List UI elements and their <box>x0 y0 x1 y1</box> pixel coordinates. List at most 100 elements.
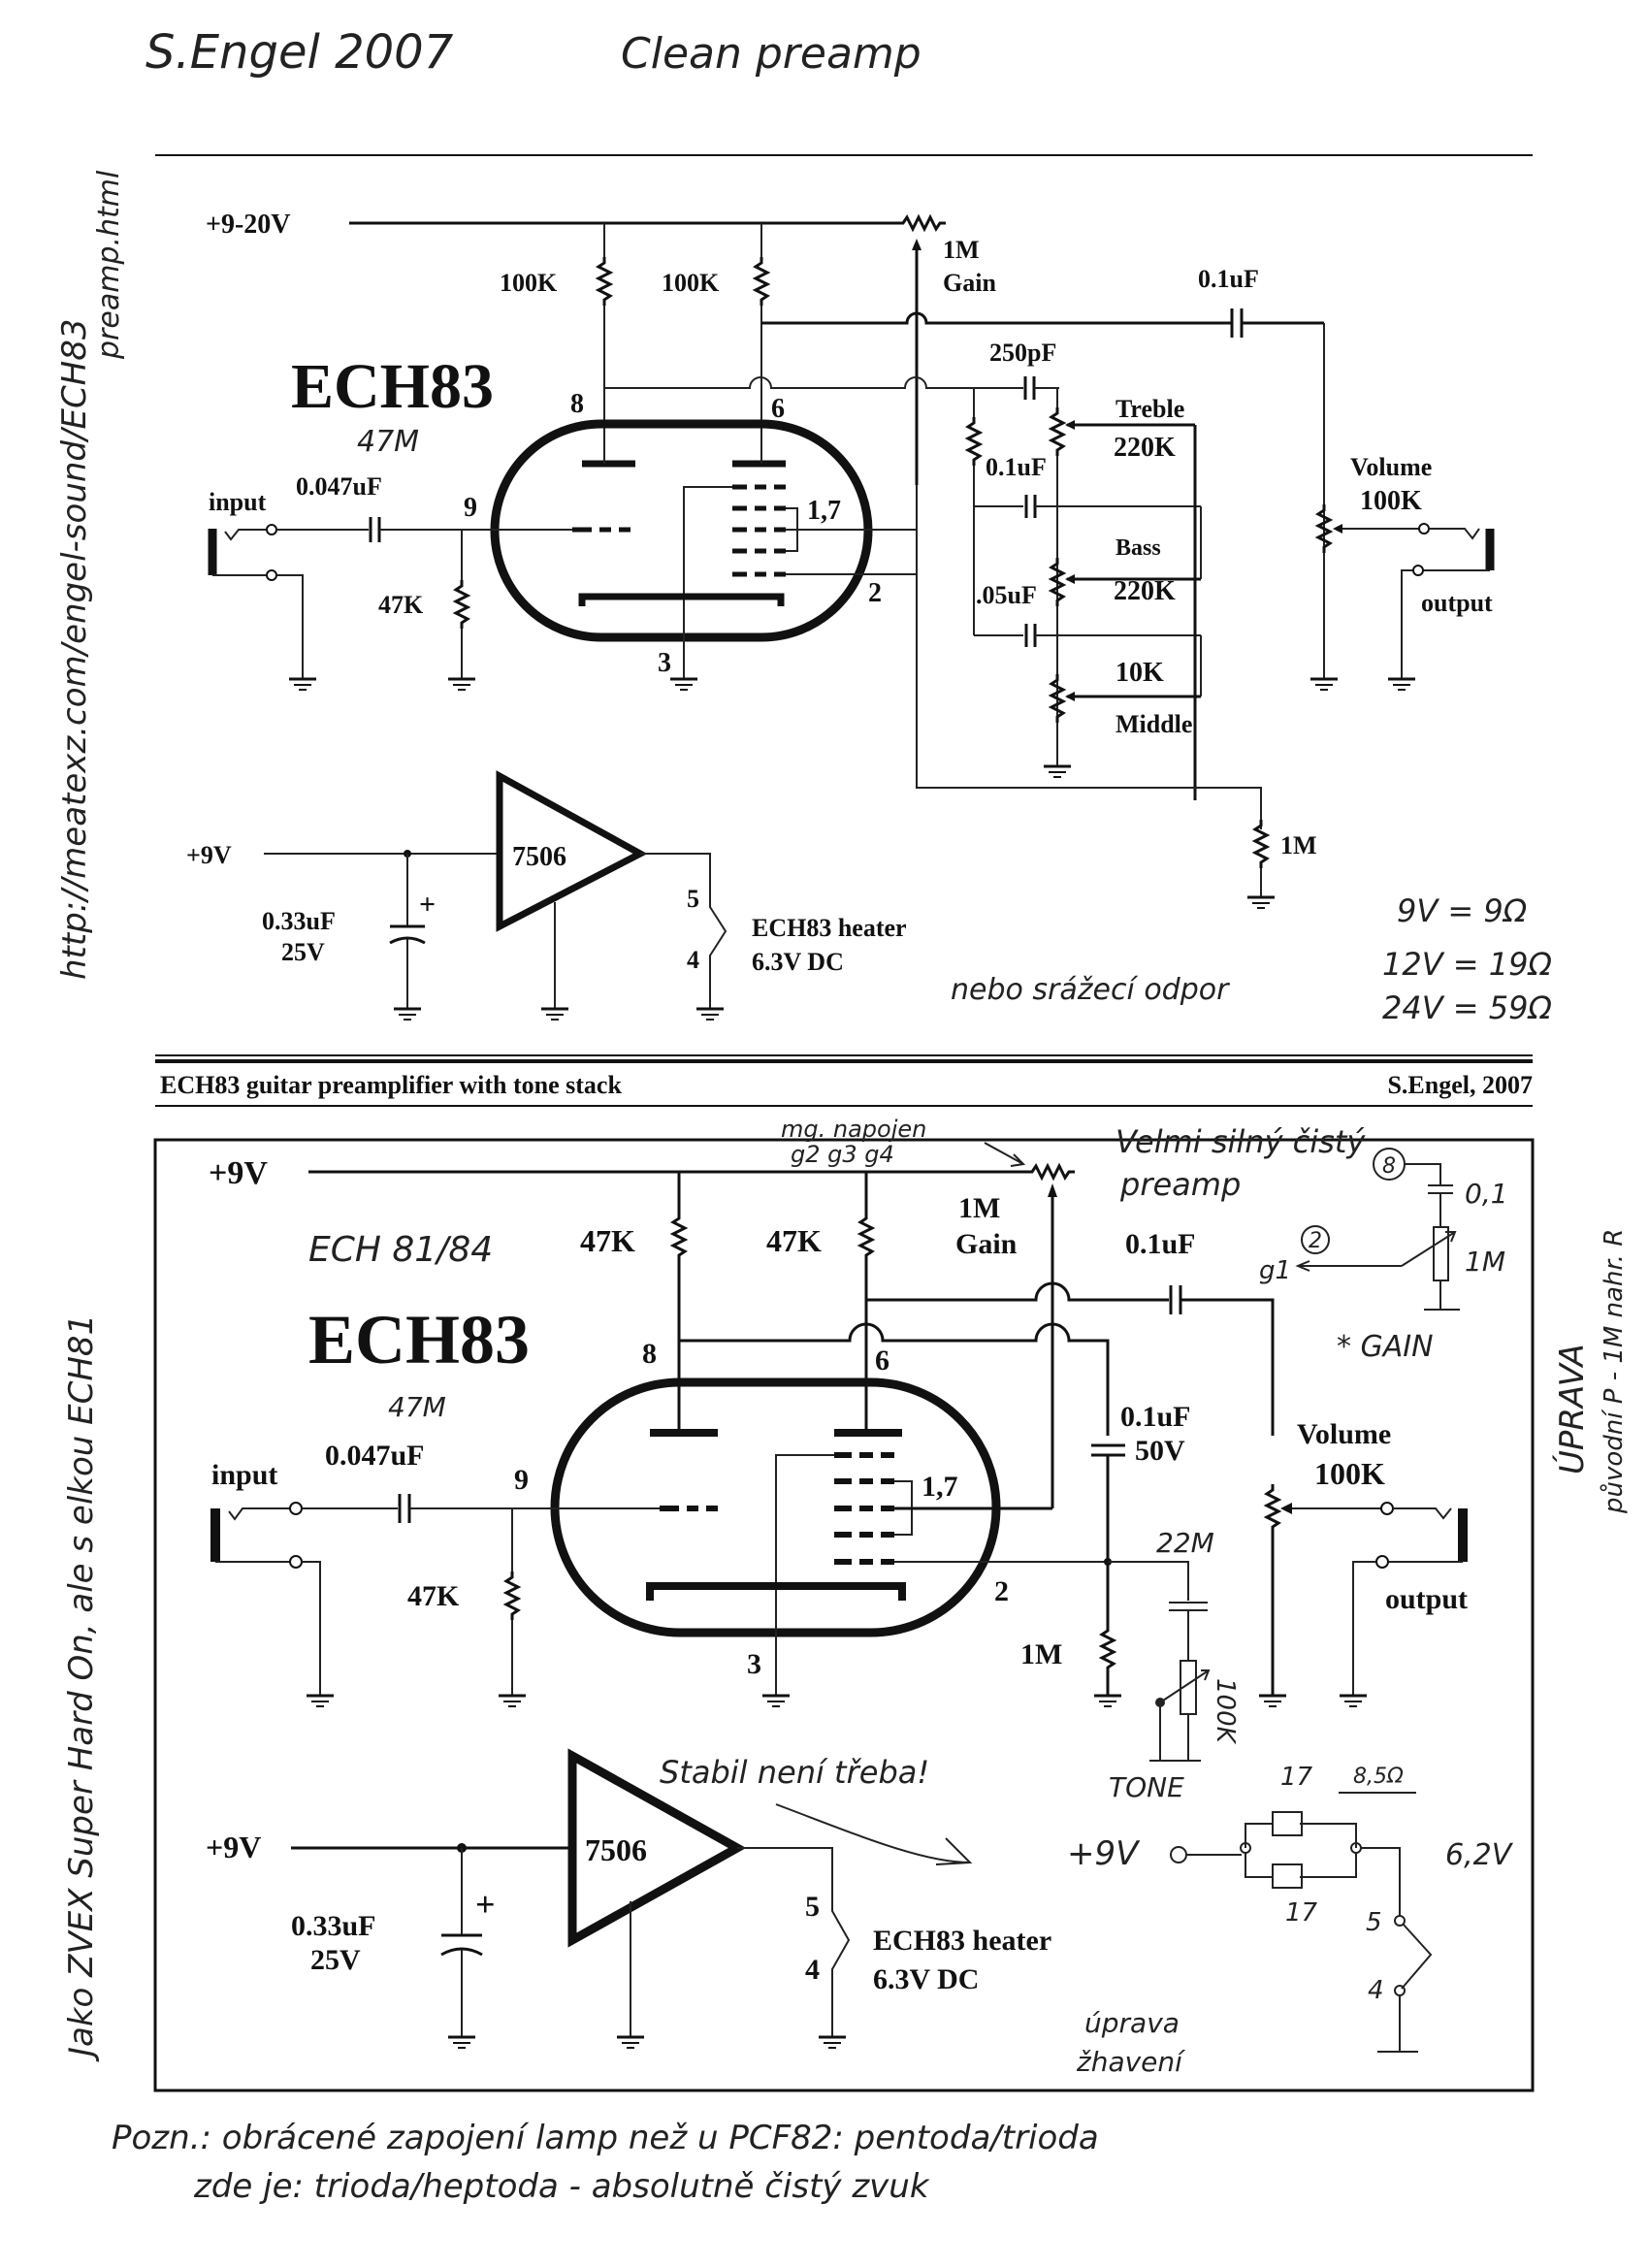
top-heater-pin5: 5 <box>687 885 699 913</box>
bottom-reg-chip: 7506 <box>585 1832 647 1867</box>
top-pin-2: 2 <box>868 578 882 608</box>
top-r-plate-2: 100K <box>662 269 720 297</box>
top-treble-value: 220K <box>1114 433 1176 463</box>
top-output-label: output <box>1421 589 1493 617</box>
top-mid-value: 10K <box>1116 658 1164 688</box>
mod-g1: g1 <box>1259 1256 1291 1285</box>
bottom-pin-6: 6 <box>875 1345 889 1377</box>
top-pin-6: 6 <box>771 394 785 424</box>
top-treble-label: Treble <box>1116 395 1184 423</box>
top-volume-label: Volume <box>1350 453 1432 481</box>
bottom-reg-plus: + <box>475 1885 496 1924</box>
bottom-pin-9: 9 <box>514 1464 529 1496</box>
bottom-heater-pin5: 5 <box>805 1891 820 1923</box>
preamp-note-1: Velmi silný čistý <box>1116 1123 1366 1160</box>
bottom-note-2: zde je: trioda/heptoda - absolutně čistý… <box>193 2167 930 2206</box>
bottom-r-plate-2: 47K <box>766 1223 822 1258</box>
bottom-heater-voltage: 6.3V DC <box>873 1963 979 1995</box>
top-tone-cap-250: 250pF <box>989 339 1056 367</box>
handwritten-title: S.Engel 2007 <box>146 25 454 80</box>
top-pin-17: 1,7 <box>807 496 841 526</box>
top-tube-note: 47M <box>357 425 419 459</box>
bottom-reg-cap-v: 25V <box>310 1944 361 1976</box>
bottom-input-cap: 0.047uF <box>325 1440 425 1472</box>
bottom-pin-17: 1,7 <box>922 1471 958 1503</box>
svg-text:původní P - 1M nahr. R: původní P - 1M nahr. R <box>1599 1229 1629 1514</box>
top-reg-chip: 7506 <box>512 842 566 872</box>
top-input-cap: 0.047uF <box>296 472 382 501</box>
top-r-1m: 1M <box>1280 831 1317 859</box>
bottom-reg-supply: +9V <box>206 1830 261 1864</box>
bottom-heater-label: ECH83 heater <box>873 1925 1051 1957</box>
bottom-tube-alt: ECH 81/84 <box>308 1230 493 1270</box>
top-pin-8: 8 <box>570 389 584 419</box>
top-heater-voltage: 6.3V DC <box>752 948 844 976</box>
top-bass-value: 220K <box>1114 576 1176 606</box>
bottom-out-cap: 0.1uF <box>1125 1228 1196 1260</box>
top-gain-label: Gain <box>943 269 996 297</box>
bottom-volume-value: 100K <box>1314 1456 1385 1491</box>
top-input-label: input <box>209 488 267 516</box>
bottom-frame <box>153 1138 1535 2092</box>
top-grid-r: 47K <box>378 591 424 619</box>
top-volume-value: 100K <box>1360 486 1422 516</box>
top-pin-9: 9 <box>464 493 477 523</box>
heater-note-1: úprava <box>1084 2007 1180 2039</box>
alt-pin5: 5 <box>1366 1908 1382 1937</box>
top-reg-cap: 0.33uF <box>262 907 336 935</box>
tone-label: TONE <box>1109 1771 1184 1803</box>
bottom-cathode-cap: 0.1uF <box>1120 1401 1191 1433</box>
top-tone-cap-05: .05uF <box>976 581 1037 609</box>
bottom-cathode-cap-v: 50V <box>1135 1435 1185 1467</box>
top-bass-label: Bass <box>1116 535 1161 561</box>
handwritten-mods: mg. napojen g2 g3 g4 Velmi silný čistý p… <box>660 1116 1629 2078</box>
bottom-author: S.Engel, 2007 <box>1387 1071 1533 1099</box>
svg-text:Jako ZVEX Super Hard On, ale s: Jako ZVEX Super Hard On, ale s elkou ECH… <box>62 1314 101 2062</box>
bottom-tube-note: 47M <box>388 1391 446 1423</box>
supply-table-9v: 9V = 9Ω <box>1397 892 1528 929</box>
top-reg-cap-v: 25V <box>281 938 325 966</box>
bottom-output-label: output <box>1385 1583 1468 1615</box>
bottom-gain-label: Gain <box>955 1228 1018 1260</box>
supply-note: nebo srážecí odpor <box>951 973 1230 1007</box>
bottom-tube-name: ECH83 <box>308 1301 530 1378</box>
supply-table-24v: 24V = 59Ω <box>1382 989 1552 1026</box>
supply-table-12v: 12V = 19Ω <box>1382 946 1552 983</box>
bottom-title: ECH83 guitar preamplifier with tone stac… <box>160 1071 622 1099</box>
top-heater-pin4: 4 <box>687 946 699 974</box>
bottom-cathode-r: 1M <box>1020 1638 1062 1670</box>
top-heater-label: ECH83 heater <box>752 914 907 942</box>
mod-pin-8: 8 <box>1382 1154 1396 1179</box>
mod-cap: 0,1 <box>1465 1178 1508 1210</box>
left-margin-url: http://meatexz.com/engel-sound/ECH83 pre… <box>55 170 126 980</box>
bottom-pin-8: 8 <box>642 1338 657 1370</box>
top-out-cap: 0.1uF <box>1198 265 1259 293</box>
top-regulator <box>496 770 648 932</box>
alt-supply: +9V <box>1067 1834 1141 1873</box>
svg-text:preamp.html: preamp.html <box>92 170 126 360</box>
top-supply-label: +9-20V <box>206 210 291 240</box>
bottom-note-1: Pozn.: obrácené zapojení lamp než u PCF8… <box>112 2119 1099 2157</box>
bottom-circuit: ECH83 guitar preamplifier with tone stac… <box>153 1054 1535 2092</box>
top-reg-supply: +9V <box>186 841 232 869</box>
alt-r2: 17 <box>1285 1898 1318 1928</box>
grid-note-2: g2 g3 g4 <box>791 1141 894 1168</box>
svg-text:http://meatexz.com/engel-sound: http://meatexz.com/engel-sound/ECH83 <box>55 318 94 980</box>
top-reg-plus: + <box>419 889 436 921</box>
bottom-regulator <box>567 1748 747 1948</box>
bottom-volume-label: Volume <box>1297 1418 1391 1450</box>
preamp-note-2: preamp <box>1119 1166 1241 1203</box>
bottom-pin-3: 3 <box>747 1648 761 1680</box>
bottom-gain-value: 1M <box>958 1192 1000 1224</box>
alt-out: 6,2V <box>1445 1838 1514 1872</box>
left-margin-note: Jako ZVEX Super Hard On, ale s elkou ECH… <box>62 1314 101 2062</box>
mod-gain-label: * GAIN <box>1337 1330 1434 1364</box>
top-tube-name: ECH83 <box>291 351 494 422</box>
bottom-reg-cap: 0.33uF <box>291 1910 376 1942</box>
tone-pot-note: 100K <box>1211 1678 1240 1745</box>
mod-pot: 1M <box>1465 1246 1505 1278</box>
bottom-r-plate-1: 47K <box>580 1223 635 1258</box>
right-margin-note: ÚPRAVA původní P - 1M nahr. R <box>1552 1229 1629 1514</box>
alt-r1-note: 8,5Ω <box>1353 1765 1404 1789</box>
top-circuit: +9-20V 1M Gain 100K 100K 0.1uF 250pF <box>186 210 1495 1021</box>
